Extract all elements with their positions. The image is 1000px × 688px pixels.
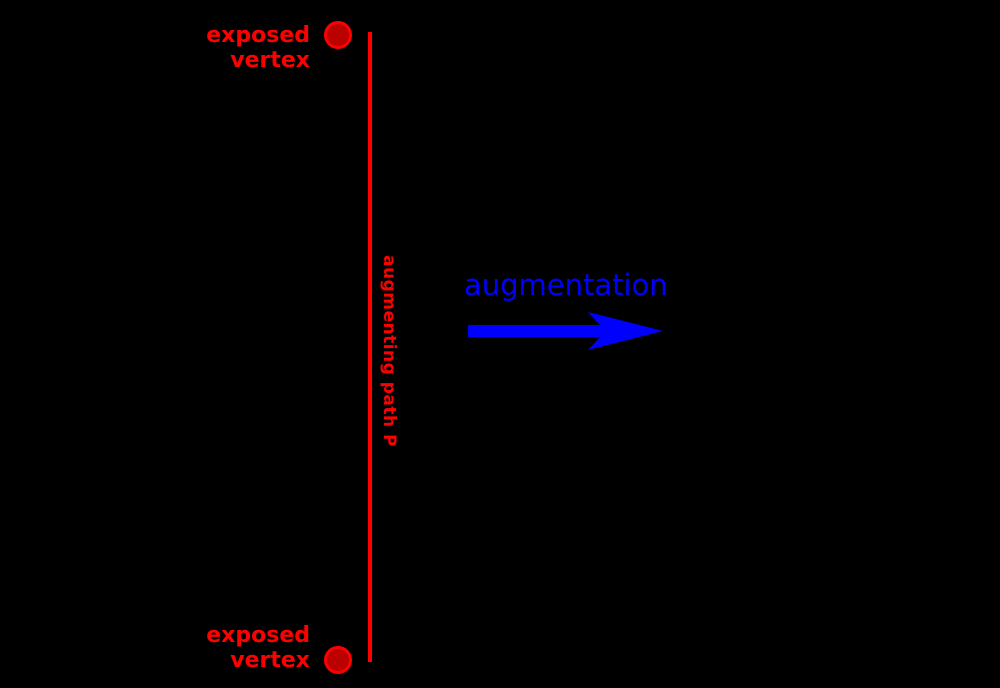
exposed-vertex-bottom xyxy=(324,646,352,674)
exposed-vertex-bottom-label-line1: exposed xyxy=(206,623,310,648)
augmentation-arrow-shaft xyxy=(468,325,596,337)
augmentation-arrow-head xyxy=(588,312,663,350)
exposed-vertex-bottom-label: exposed vertex xyxy=(120,623,310,673)
augmentation-label: augmentation xyxy=(464,268,668,302)
exposed-vertex-top xyxy=(324,21,352,49)
augmenting-path-label: augmenting path P xyxy=(379,255,399,447)
augmentation-arrow xyxy=(468,312,663,350)
exposed-vertex-bottom-label-line2: vertex xyxy=(230,648,310,673)
exposed-vertex-top-label-line2: vertex xyxy=(230,48,310,73)
augmenting-path-line xyxy=(368,32,372,662)
exposed-vertex-top-label-line1: exposed xyxy=(206,23,310,48)
exposed-vertex-top-label: exposed vertex xyxy=(120,23,310,73)
